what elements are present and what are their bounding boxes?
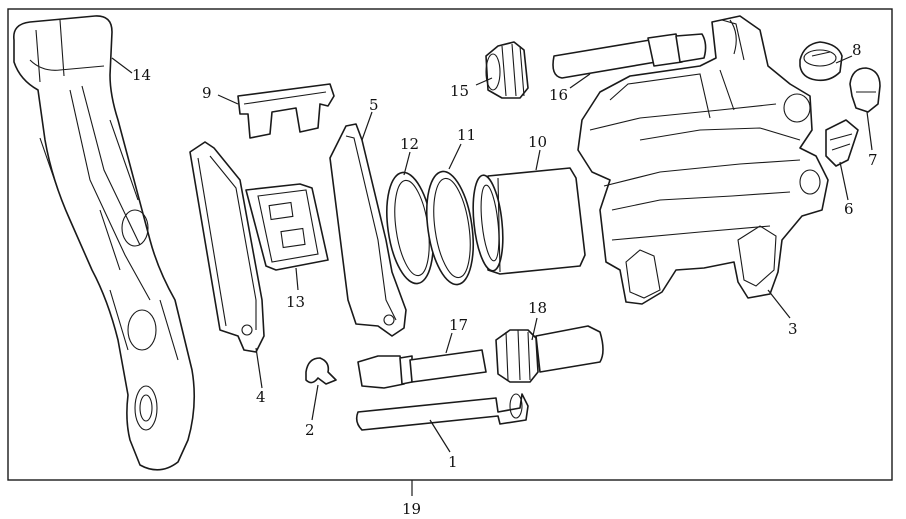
part-11-seal-ring <box>426 170 474 286</box>
callout-16: 16 <box>549 86 568 104</box>
part-2-r-clip <box>305 357 337 385</box>
callout-6: 6 <box>844 200 854 218</box>
callout-13: 13 <box>286 293 305 311</box>
callout-1: 1 <box>448 453 458 471</box>
part-17-bolt <box>357 349 487 389</box>
part-5-brake-pad <box>329 123 407 337</box>
callout-17: 17 <box>449 316 468 334</box>
callout-9: 9 <box>202 84 212 102</box>
callout-15: 15 <box>450 82 469 100</box>
part-3-caliper-body <box>577 15 829 305</box>
part-14-bracket <box>13 15 196 471</box>
callout-14: 14 <box>132 66 151 84</box>
callout-4: 4 <box>256 388 266 406</box>
callout-7: 7 <box>868 151 878 169</box>
part-8-bleed-cap <box>799 41 843 82</box>
part-7-cap <box>849 67 881 113</box>
callout-12: 12 <box>400 135 419 153</box>
callout-11: 11 <box>457 126 476 144</box>
callout-5: 5 <box>369 96 379 114</box>
part-9-spring-clip <box>237 83 335 139</box>
part-4-brake-pad <box>189 141 265 353</box>
callout-3: 3 <box>788 320 798 338</box>
part-6-bleed-screw <box>825 119 859 167</box>
part-15-dust-boot <box>485 41 529 99</box>
callout-8: 8 <box>852 41 862 59</box>
part-10-piston <box>472 167 586 275</box>
callout-2: 2 <box>305 421 315 439</box>
callout-10: 10 <box>528 133 547 151</box>
part-1-guide-pin <box>355 393 529 431</box>
part-18-sleeve <box>495 325 604 383</box>
part-13-pad-plate <box>245 183 329 271</box>
part-16-slide-pin <box>552 33 707 79</box>
callout-18: 18 <box>528 299 547 317</box>
leader-lines <box>111 55 873 496</box>
frame-callout-19: 19 <box>402 500 421 518</box>
callout-labels: 14 9 5 12 11 10 15 16 8 7 6 3 13 4 17 18… <box>132 41 878 518</box>
